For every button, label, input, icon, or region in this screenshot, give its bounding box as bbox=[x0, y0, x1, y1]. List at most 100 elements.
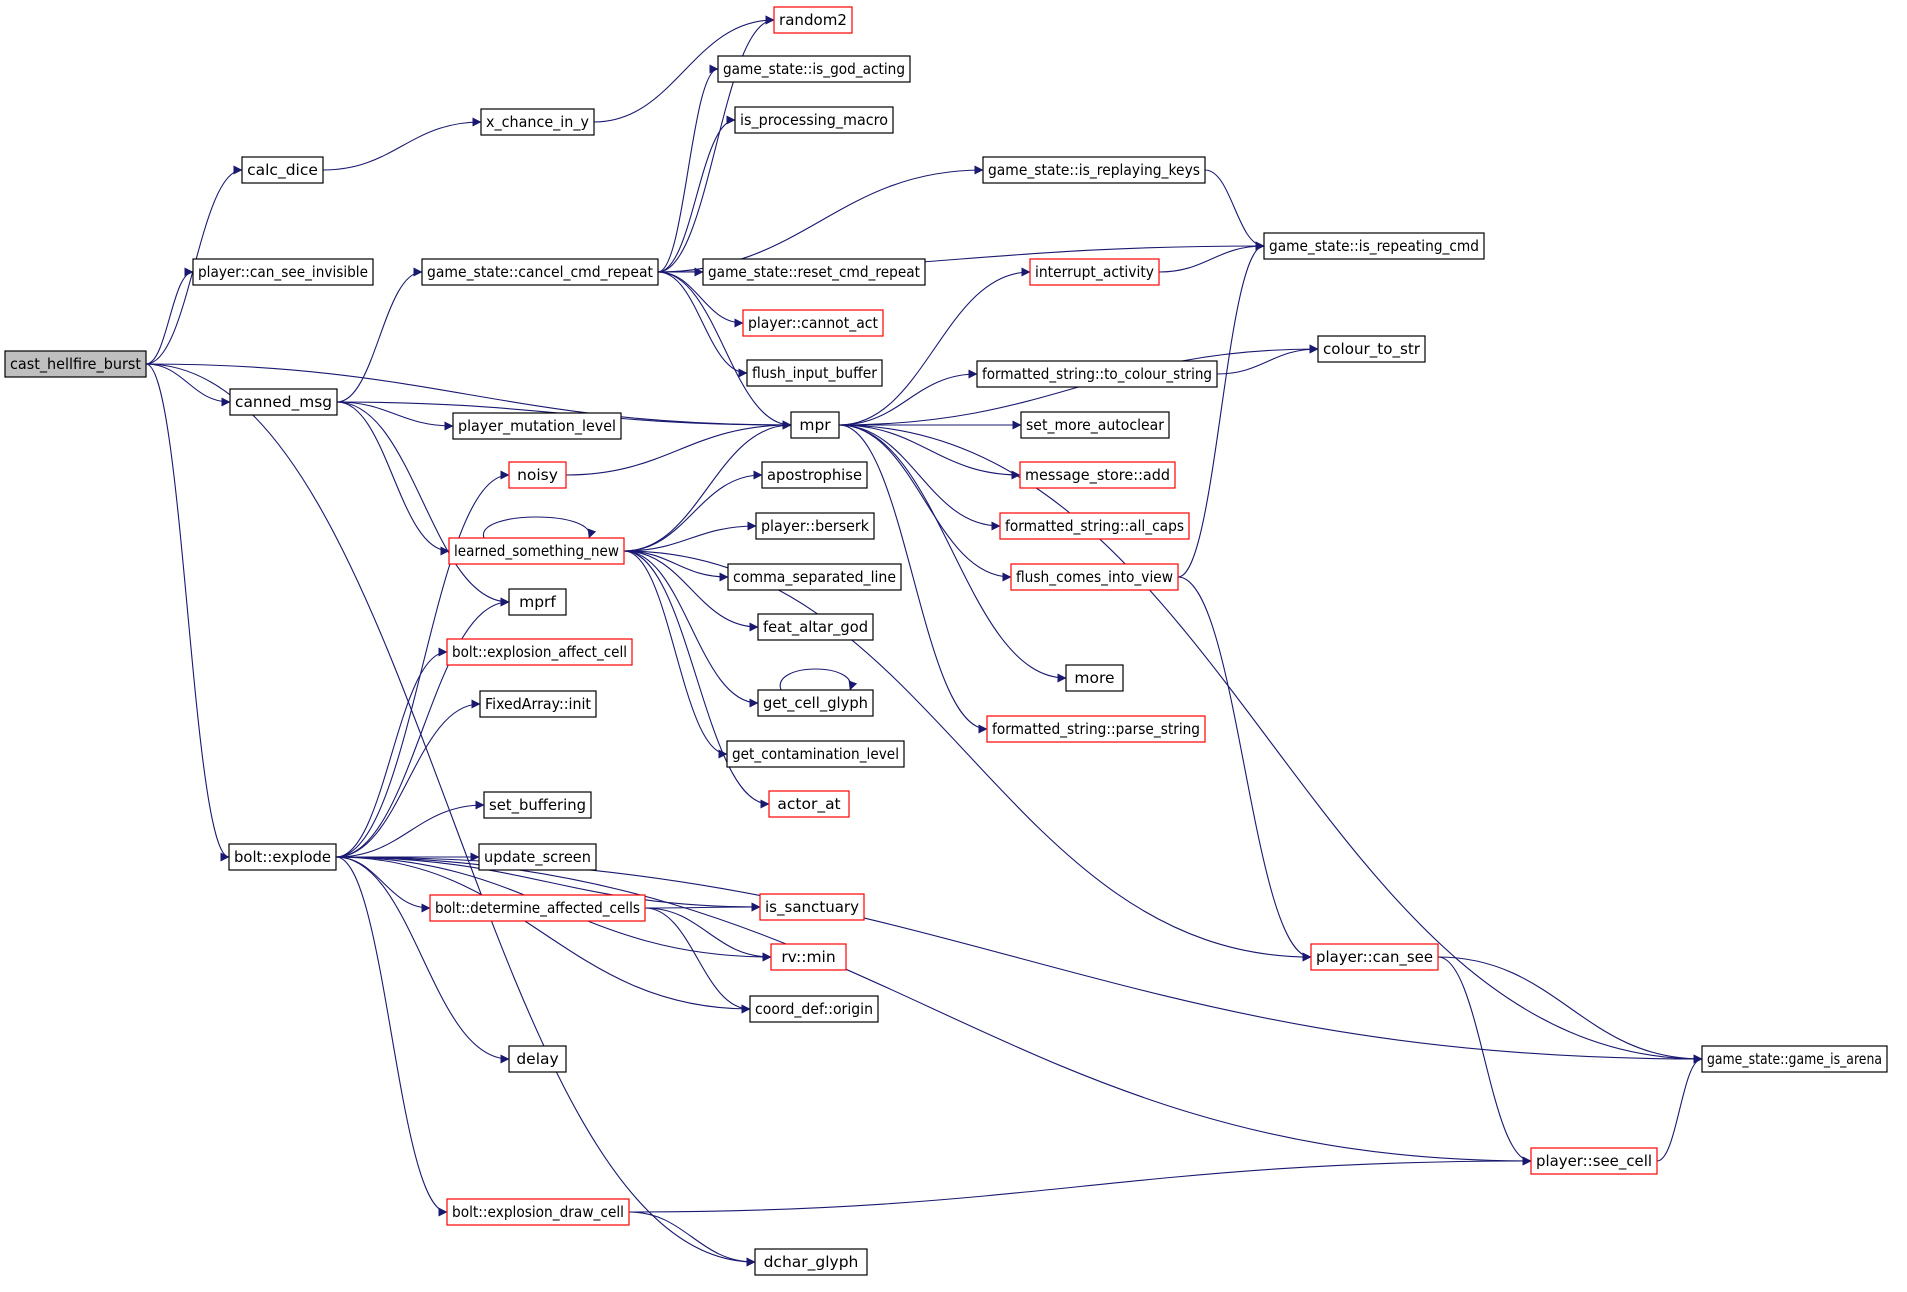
node-label: formatted_string::to_colour_string bbox=[982, 365, 1212, 384]
edge-learned_something_new-to-get_contamination_level bbox=[623, 550, 728, 759]
node-get-cell-glyph[interactable]: get_cell_glyph bbox=[757, 689, 874, 717]
node-is-replaying-keys[interactable]: game_state::is_replaying_keys bbox=[982, 156, 1206, 184]
node-berserk[interactable]: player::berserk bbox=[755, 512, 875, 540]
node-flush-input-buffer[interactable]: flush_input_buffer bbox=[746, 359, 883, 387]
edge-cancel_cmd_repeat-to-is_processing_macro bbox=[657, 115, 736, 273]
node-determine-affected-cells[interactable]: bolt::determine_affected_cells bbox=[429, 894, 646, 922]
node-box bbox=[757, 613, 874, 641]
node-message-store-add[interactable]: message_store::add bbox=[1019, 461, 1176, 489]
node-label: dchar_glyph bbox=[764, 1253, 859, 1272]
node-box bbox=[480, 108, 595, 136]
node-label: noisy bbox=[517, 466, 558, 484]
node-more[interactable]: more bbox=[1065, 664, 1124, 692]
edge-learned_something_new-to-berserk bbox=[623, 521, 757, 552]
node-box bbox=[749, 995, 879, 1023]
node-parse-string[interactable]: formatted_string::parse_string bbox=[986, 715, 1206, 743]
node-label: formatted_string::parse_string bbox=[992, 720, 1200, 739]
node-box bbox=[448, 537, 625, 565]
node-is-repeating-cmd[interactable]: game_state::is_repeating_cmd bbox=[1263, 232, 1485, 260]
node-label: player_mutation_level bbox=[458, 417, 616, 436]
edge-explode-to-set_buffering bbox=[335, 800, 485, 858]
node-update-screen[interactable]: update_screen bbox=[478, 843, 597, 871]
node-can-see[interactable]: player::can_see bbox=[1310, 943, 1439, 971]
node-box bbox=[755, 512, 875, 540]
node-can-see-invisible[interactable]: player::can_see_invisible bbox=[192, 258, 374, 286]
edge-learned_something_new-to-feat_altar_god bbox=[623, 550, 759, 632]
node-box bbox=[1020, 411, 1170, 439]
node-is-sanctuary[interactable]: is_sanctuary bbox=[759, 893, 865, 921]
edge-canned_msg-to-cancel_cmd_repeat bbox=[336, 267, 423, 403]
node-game-is-arena[interactable]: game_state::game_is_arena bbox=[1701, 1045, 1888, 1073]
node-is-god-acting[interactable]: game_state::is_god_acting bbox=[717, 55, 911, 83]
node-label: player::see_cell bbox=[1536, 1152, 1652, 1171]
node-see-cell[interactable]: player::see_cell bbox=[1530, 1147, 1658, 1175]
node-actor-at[interactable]: actor_at bbox=[768, 790, 850, 818]
node-get-contamination-level[interactable]: get_contamination_level bbox=[726, 740, 905, 768]
node-box bbox=[742, 309, 884, 337]
node-flush-comes-into-view[interactable]: flush_comes_into_view bbox=[1010, 563, 1179, 591]
node-label: bolt::explosion_draw_cell bbox=[452, 1203, 624, 1222]
node-explosion-affect-cell[interactable]: bolt::explosion_affect_cell bbox=[446, 638, 633, 666]
node-to-colour-string[interactable]: formatted_string::to_colour_string bbox=[976, 360, 1218, 388]
node-box bbox=[228, 843, 337, 871]
node-cannot-act[interactable]: player::cannot_act bbox=[742, 309, 884, 337]
node-canned-msg[interactable]: canned_msg bbox=[229, 388, 338, 416]
edge-noisy-to-mpr bbox=[565, 420, 792, 476]
node-box bbox=[508, 461, 567, 489]
nodes-layer: cast_hellfire_burst calc_diceplayer::can_… bbox=[4, 6, 1888, 1276]
node-box bbox=[702, 258, 926, 286]
node-label: player::can_see_invisible bbox=[198, 263, 368, 282]
node-label: flush_input_buffer bbox=[752, 364, 878, 383]
node-noisy[interactable]: noisy bbox=[508, 461, 567, 489]
node-interrupt-activity[interactable]: interrupt_activity bbox=[1029, 258, 1160, 286]
node-coord-def-origin[interactable]: coord_def::origin bbox=[749, 995, 879, 1023]
node-dchar-glyph[interactable]: dchar_glyph bbox=[754, 1248, 868, 1276]
node-all-caps[interactable]: formatted_string::all_caps bbox=[999, 512, 1190, 540]
node-set-more-autoclear[interactable]: set_more_autoclear bbox=[1020, 411, 1170, 439]
edge-see_cell-to-game_is_arena bbox=[1656, 1054, 1703, 1162]
edge-determine_affected_cells-to-coord_def_origin bbox=[644, 907, 751, 1014]
node-box bbox=[773, 6, 853, 34]
node-cast-hellfire-burst[interactable]: cast_hellfire_burst bbox=[4, 350, 147, 378]
node-x-chance-in-y[interactable]: x_chance_in_y bbox=[480, 108, 595, 136]
node-box bbox=[759, 893, 865, 921]
edge-explode-to-mprf bbox=[335, 597, 510, 858]
node-box bbox=[717, 55, 911, 83]
node-box bbox=[770, 943, 847, 971]
node-cancel-cmd-repeat[interactable]: game_state::cancel_cmd_repeat bbox=[421, 258, 659, 286]
node-learned-something-new[interactable]: learned_something_new bbox=[448, 537, 625, 565]
edge-explode-to-game_is_arena bbox=[335, 856, 1703, 1064]
node-apostrophise[interactable]: apostrophise bbox=[761, 461, 868, 489]
node-box bbox=[446, 1198, 630, 1226]
node-label: bolt::explosion_affect_cell bbox=[452, 643, 627, 662]
edge-learned_something_new-to-apostrophise bbox=[623, 470, 763, 552]
node-player-mutation-level[interactable]: player_mutation_level bbox=[452, 412, 622, 440]
node-feat-altar-god[interactable]: feat_altar_god bbox=[757, 613, 874, 641]
node-explosion-draw-cell[interactable]: bolt::explosion_draw_cell bbox=[446, 1198, 630, 1226]
node-mpr[interactable]: mpr bbox=[790, 411, 840, 439]
node-label: set_buffering bbox=[489, 796, 586, 815]
node-label: bolt::determine_affected_cells bbox=[435, 899, 640, 918]
node-set-buffering[interactable]: set_buffering bbox=[483, 791, 592, 819]
node-rv-min[interactable]: rv::min bbox=[770, 943, 847, 971]
node-colour-to-str[interactable]: colour_to_str bbox=[1317, 335, 1426, 363]
node-explode[interactable]: bolt::explode bbox=[228, 843, 337, 871]
node-is-processing-macro[interactable]: is_processing_macro bbox=[734, 106, 894, 134]
node-fixedarray-init[interactable]: FixedArray::init bbox=[479, 690, 597, 718]
edge-explode-to-see_cell bbox=[335, 856, 1532, 1166]
node-random2[interactable]: random2 bbox=[773, 6, 853, 34]
edge-explode-to-explosion_draw_cell bbox=[335, 856, 448, 1217]
node-reset-cmd-repeat[interactable]: game_state::reset_cmd_repeat bbox=[702, 258, 926, 286]
node-label: apostrophise bbox=[767, 466, 862, 484]
edge-interrupt_activity-to-is_repeating_cmd bbox=[1158, 241, 1265, 273]
node-calc-dice[interactable]: calc_dice bbox=[241, 156, 324, 184]
node-mprf[interactable]: mprf bbox=[508, 588, 567, 616]
node-box bbox=[746, 359, 883, 387]
node-comma-separated-line[interactable]: comma_separated_line bbox=[727, 563, 902, 591]
node-box bbox=[1065, 664, 1124, 692]
edge-canned_msg-to-player_mutation_level bbox=[336, 401, 454, 431]
node-label: colour_to_str bbox=[1323, 340, 1421, 359]
node-label: get_cell_glyph bbox=[763, 694, 868, 713]
edge-determine_affected_cells-to-rv_min bbox=[644, 907, 772, 962]
node-delay[interactable]: delay bbox=[508, 1045, 567, 1073]
